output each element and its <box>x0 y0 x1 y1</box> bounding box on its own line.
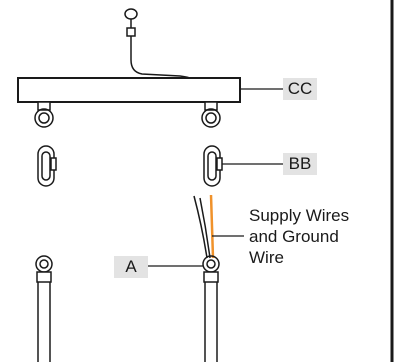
label-cc: CC <box>283 78 317 100</box>
supply-wire-black-2 <box>199 197 211 259</box>
quick-link-left-icon <box>37 145 57 187</box>
supply-wires-line-1: Supply Wires <box>249 206 350 225</box>
label-a: A <box>114 256 148 278</box>
supply-wire-orange <box>209 194 215 259</box>
canopy-loop-right-icon <box>201 101 221 128</box>
quick-link-right-icon <box>203 145 223 187</box>
supply-wire-black-1 <box>193 195 208 259</box>
canopy-loop-left-icon <box>34 101 54 128</box>
supply-wires-line-3: Wire <box>249 248 284 267</box>
pipe-left <box>35 255 53 362</box>
pipe-right-a <box>202 255 220 362</box>
ceiling-hook-icon <box>124 8 138 37</box>
label-bb: BB <box>283 153 317 175</box>
supply-wires-line-2: and Ground <box>249 227 339 246</box>
power-cord <box>130 36 199 85</box>
canopy-cc <box>17 77 241 103</box>
